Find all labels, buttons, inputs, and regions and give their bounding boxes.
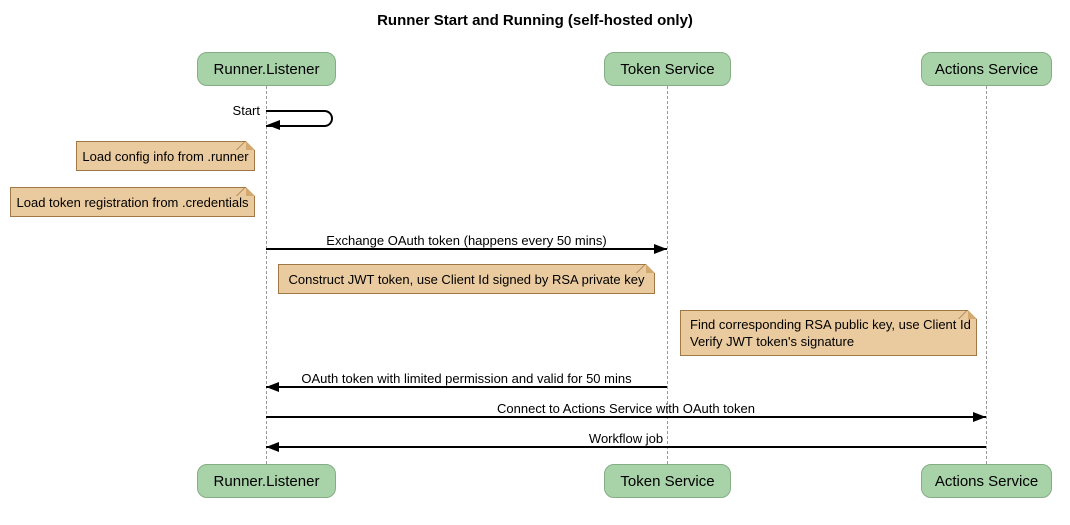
arrowhead-exchange-oauth	[654, 244, 667, 254]
note-construct-jwt: Construct JWT token, use Client Id signe…	[278, 264, 655, 294]
message-line-workflow-job	[266, 446, 986, 448]
message-label-workflow-job: Workflow job	[588, 431, 664, 446]
arrowhead-oauth-return	[266, 382, 279, 392]
note-text: Load token registration from .credential…	[16, 194, 249, 210]
note-text: Load config info from .runner	[82, 148, 249, 164]
diagram-title: Runner Start and Running (self-hosted on…	[377, 12, 693, 29]
message-label-oauth-return: OAuth token with limited permission and …	[301, 371, 632, 386]
message-label-exchange-oauth: Exchange OAuth token (happens every 50 m…	[326, 233, 607, 248]
note-text-line-1: Find corresponding RSA public key, use C…	[690, 317, 971, 332]
note-verify-jwt: Find corresponding RSA public key, use C…	[680, 310, 977, 356]
participant-actions-service-bottom: Actions Service	[921, 464, 1052, 498]
note-load-config: Load config info from .runner	[76, 141, 255, 171]
note-text-line-2: Verify JWT token's signature	[690, 334, 855, 349]
note-load-token-registration: Load token registration from .credential…	[10, 187, 255, 217]
lifeline-token-service	[667, 86, 668, 464]
participant-label: Token Service	[620, 472, 715, 490]
participant-label: Actions Service	[934, 472, 1039, 490]
participant-label: Runner.Listener	[213, 472, 320, 490]
arrowhead-connect-actions	[973, 412, 986, 422]
participant-label: Runner.Listener	[213, 60, 320, 78]
message-label-connect-actions: Connect to Actions Service with OAuth to…	[497, 401, 755, 416]
participant-actions-service-top: Actions Service	[921, 52, 1052, 86]
note-text: Construct JWT token, use Client Id signe…	[288, 271, 645, 287]
arrowhead-start	[267, 120, 280, 130]
lifeline-actions-service	[986, 86, 987, 464]
message-line-exchange-oauth	[266, 248, 667, 250]
participant-label: Actions Service	[934, 60, 1039, 78]
participant-token-service-top: Token Service	[604, 52, 731, 86]
participant-runner-listener-bottom: Runner.Listener	[197, 464, 336, 498]
participant-runner-listener-top: Runner.Listener	[197, 52, 336, 86]
message-line-oauth-return	[266, 386, 667, 388]
participant-token-service-bottom: Token Service	[604, 464, 731, 498]
message-label-start: Start	[232, 103, 260, 118]
message-line-connect-actions	[266, 416, 986, 418]
self-message-arrow-start	[266, 110, 333, 127]
lifeline-runner-listener	[266, 86, 267, 464]
participant-label: Token Service	[620, 60, 715, 78]
arrowhead-workflow-job	[266, 442, 279, 452]
